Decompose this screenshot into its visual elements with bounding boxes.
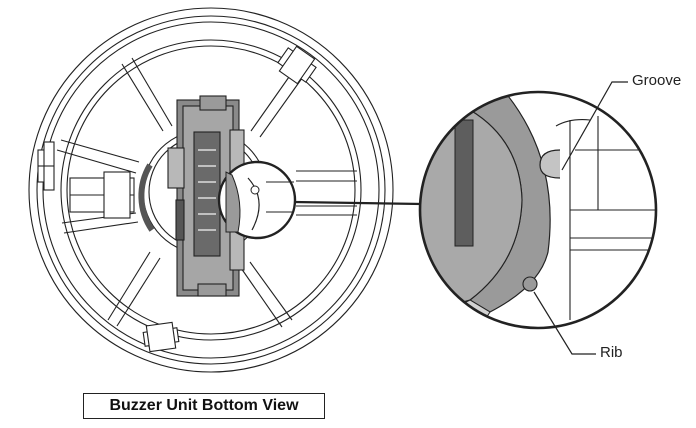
groove-label: Groove bbox=[632, 72, 682, 89]
figure-caption: Buzzer Unit Bottom View bbox=[83, 393, 325, 419]
rib-shape bbox=[522, 276, 538, 292]
rim-clips bbox=[37, 45, 317, 353]
zoom-view bbox=[418, 90, 658, 330]
zoom-leader-line bbox=[293, 200, 423, 206]
rib-label: Rib bbox=[600, 344, 623, 361]
connector-pins bbox=[198, 149, 216, 231]
rib-leader bbox=[533, 291, 596, 355]
groove-leader bbox=[561, 81, 628, 171]
detail-circle bbox=[217, 160, 297, 240]
